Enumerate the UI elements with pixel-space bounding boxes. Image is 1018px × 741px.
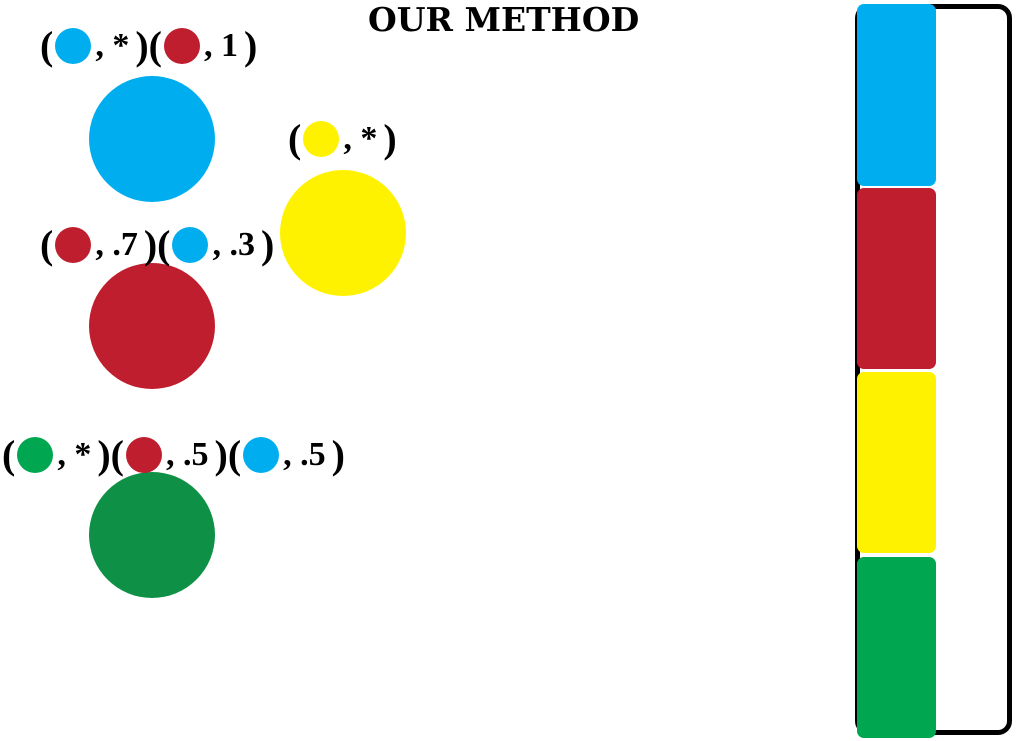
open-paren: (: [40, 23, 54, 68]
tuple-value: , .5: [283, 436, 326, 473]
red-dot-icon: [55, 227, 92, 263]
green-circle: [89, 472, 215, 598]
tuple: ( , .5): [111, 435, 228, 475]
tuple: ( , .3): [157, 225, 274, 265]
open-paren: (: [157, 222, 171, 267]
close-paren: ): [383, 116, 397, 161]
close-paren: ): [331, 432, 345, 477]
open-paren: (: [148, 23, 162, 68]
close-paren: ): [260, 222, 275, 267]
tuple-value: , 1: [203, 27, 238, 64]
tuple: ( , *): [288, 119, 397, 159]
tuple-value: , .7: [95, 226, 138, 263]
open-paren: (: [40, 222, 54, 267]
bar-segment-green: [857, 557, 936, 738]
green-label: (, *)(, .5)(, .5): [2, 435, 345, 475]
tuple-value: , *: [95, 27, 130, 64]
bar-segment-red: [857, 188, 936, 369]
close-paren: ): [135, 23, 149, 68]
blue-label: (, *)(, 1): [40, 26, 257, 66]
close-paren: ): [243, 23, 258, 68]
yellow-label: ( , *): [288, 119, 397, 159]
tuple: ( , .5): [228, 435, 345, 475]
tuple-value: , .3: [212, 226, 255, 263]
red-circle: [89, 263, 215, 389]
diagram-title: OUR METHOD: [368, 0, 640, 39]
close-paren: ): [143, 222, 158, 267]
tuple-value: , *: [343, 120, 378, 157]
blue-circle: [89, 76, 215, 202]
tuple: ( , 1): [149, 26, 258, 66]
tuple: ( , *): [2, 435, 111, 475]
red-label: (, .7)(, .3): [40, 225, 274, 265]
open-paren: (: [2, 432, 16, 477]
tuple-value: , .5: [165, 436, 209, 473]
red-dot-icon: [125, 437, 162, 473]
green-dot-icon: [17, 437, 54, 473]
close-paren: ): [214, 432, 228, 477]
close-paren: ): [97, 432, 111, 477]
blue-dot-icon: [172, 227, 209, 263]
bar-segment-blue: [857, 4, 936, 186]
tuple: ( , *): [40, 26, 149, 66]
blue-dot-icon: [55, 28, 92, 64]
red-dot-icon: [163, 28, 200, 64]
yellow-circle: [280, 170, 406, 296]
open-paren: (: [288, 116, 302, 161]
bar-segment-yellow: [857, 372, 936, 553]
tuple-value: , *: [57, 436, 92, 473]
open-paren: (: [110, 432, 124, 477]
open-paren: (: [227, 432, 242, 477]
yellow-dot-icon: [303, 121, 340, 157]
blue-dot-icon: [243, 437, 280, 473]
tuple: ( , .7): [40, 225, 157, 265]
